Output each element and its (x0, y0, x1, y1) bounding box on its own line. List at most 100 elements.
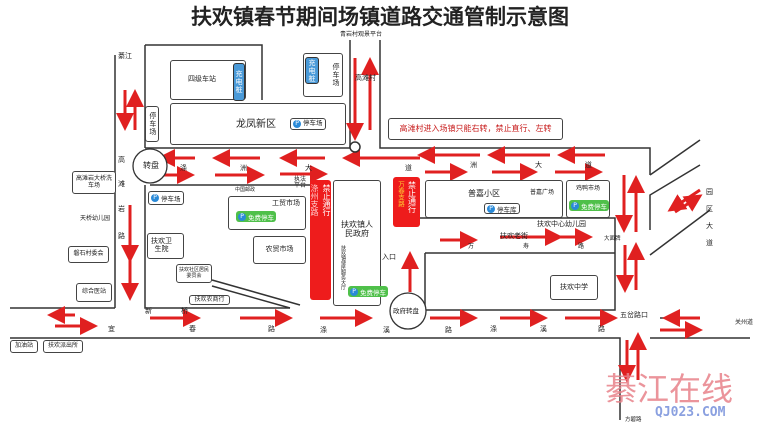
label-entrance: 入口 (382, 253, 396, 261)
hospital: 扶欢卫生院 (147, 233, 184, 259)
bank: 扶欢农商行 (189, 295, 230, 305)
road-label: 洲 (240, 164, 247, 172)
road-label: 大 (305, 164, 312, 172)
label-gov-roundabout: 政府转盘 (393, 307, 419, 315)
road-label: 路 (598, 325, 605, 333)
parking-left-vertical: 停车场 (145, 106, 159, 142)
label-qingyan: 青岩村观景平台 (340, 31, 383, 38)
no-entry-wanchun: 万春支路禁止通行 (393, 177, 420, 227)
gas-station: 加油站 (10, 340, 38, 353)
notice-box: 高滩村进入场镇只能右转，禁止直行、左转 (388, 118, 563, 140)
label-service-hall: 扶欢镇便民服务大厅 (340, 245, 346, 290)
road-label: 春 (189, 325, 196, 333)
pujia-label: 普嘉小区 (468, 189, 500, 198)
road-label: 洲 (470, 161, 477, 169)
road-label: 道 (706, 239, 713, 247)
road-label: 路 (445, 326, 452, 334)
road-label: 道 (405, 164, 412, 172)
label-qijiang: 綦江 (118, 52, 132, 60)
longfeng-label: 龙凤新区 (236, 118, 276, 130)
watermark-url: QJ023.COM (655, 405, 726, 420)
government: 扶欢镇人民政府 (333, 180, 381, 306)
watermark-cn: 綦江在线 (605, 370, 734, 408)
label-damianpai: 大面牌 (604, 236, 621, 242)
label-post: 中国邮政 (235, 187, 256, 193)
gov-label: 扶欢镇人民政府 (341, 220, 373, 238)
road-label: 路 (578, 243, 585, 250)
road-label: 岩 (118, 205, 125, 213)
nongmao-market: 农贸市场 (253, 236, 306, 264)
no-entry-dizhou: 涤州支路禁止通行 (310, 180, 331, 300)
traffic-arrows (47, 57, 703, 383)
free-parking-label: 免费停车 (360, 288, 386, 297)
garage-label: 停车库 (497, 205, 517, 214)
poultry-market: 鸡鸭市场 (566, 180, 610, 218)
parking-label: 停车场 (332, 63, 340, 87)
parking-icon: P (350, 287, 358, 296)
parking-icon: P (487, 204, 495, 213)
road-label: 大 (535, 161, 542, 169)
parking-icon: P (151, 194, 159, 202)
carwash: 高滩岩大桥洗车场 (72, 171, 116, 194)
gov-roundabout-circle (389, 292, 427, 330)
school: 扶欢中学 (550, 275, 598, 300)
label-fangbi: 方碧路 (625, 417, 642, 423)
road-label: 新 (145, 307, 152, 315)
label-old-street: 扶欢老街 (500, 232, 528, 240)
road-label: 宜 (108, 325, 115, 333)
no-entry-label: 禁止通行 (407, 181, 417, 213)
road-label: 路 (118, 232, 125, 240)
gongmao-label: 工贸市场 (272, 199, 300, 207)
free-parking-label: 免费停车 (581, 202, 607, 211)
road-label: 桥 (181, 307, 188, 315)
community-committee: 扶欢社区居民委员会 (176, 264, 212, 283)
roundabout-circle (132, 148, 168, 184)
parking-icon: P (293, 120, 301, 128)
label-tianqiao: 天桥幼儿园 (80, 215, 111, 222)
road-label: 万 (468, 243, 475, 250)
branch-road-label: 万春支路 (396, 181, 405, 207)
police-station: 扶欢派出所 (43, 340, 83, 353)
road-label: 高 (118, 156, 125, 164)
parking-icon: P (571, 201, 579, 210)
road-label: 涤 (490, 325, 497, 333)
label-five-way: 五岔路口 (620, 311, 648, 319)
charging-pile-1: 充电桩 (233, 63, 245, 101)
no-entry-label: 禁止通行 (322, 184, 331, 216)
label-roundabout: 转盘 (143, 161, 159, 170)
poultry-label: 鸡鸭市场 (575, 185, 600, 192)
road-label: 园 (706, 188, 713, 196)
clinic: 综合医站 (76, 283, 112, 302)
label-kindergarten: 扶欢中心幼儿园 (537, 220, 586, 228)
parking-label: 停车场 (303, 119, 323, 128)
charging-pile-2: 充电桩 (305, 57, 319, 84)
parking-icon: P (238, 212, 246, 221)
panshi-village: 磐石村委会 (68, 246, 109, 263)
road-label: 区 (706, 205, 713, 213)
label-guanzhou: 关州道 (735, 319, 754, 326)
pujia-square-label: 普嘉广场 (530, 189, 555, 196)
road-label: 道 (585, 161, 592, 169)
road-label: 路 (268, 325, 275, 333)
label-gaotan-village: 高滩村 (355, 74, 376, 82)
road-label: 涤 (180, 164, 187, 172)
parking-label: 停车场 (161, 195, 181, 203)
road-label: 大 (706, 222, 713, 230)
branch-road-label: 涤州支路 (310, 184, 319, 216)
road-label: 涤 (320, 326, 327, 334)
road-label: 寿 (523, 243, 530, 250)
road-label: 溪 (383, 326, 390, 334)
free-parking-label: 免费停车 (248, 213, 274, 222)
label-law-platform: 执法平台 (294, 176, 307, 189)
road-label: 溪 (540, 325, 547, 333)
map-title: 扶欢镇春节期间场镇道路交通管制示意图 (191, 4, 569, 29)
no-turn-icon (349, 141, 361, 153)
